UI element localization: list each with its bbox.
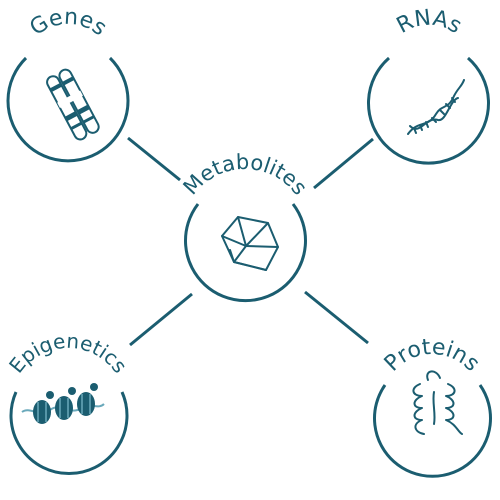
genes-ring	[6, 56, 130, 163]
link-epigenetics-metabolites	[129, 292, 193, 347]
proteins-ring	[373, 384, 492, 478]
polyhedron-icon	[221, 216, 279, 271]
node-rnas: RNAs	[367, 5, 490, 165]
proteins-label: Proteins	[380, 335, 484, 377]
link-proteins-metabolites	[304, 290, 369, 345]
link-rnas-metabolites	[313, 137, 374, 190]
nucleosome-icon	[21, 383, 105, 424]
link-genes-metabolites	[127, 136, 181, 182]
node-metabolites: Metabolites	[179, 150, 312, 303]
genes-label: Genes	[26, 5, 111, 41]
node-epigenetics: Epigenetics	[4, 329, 132, 475]
metabolites-label: Metabolites	[179, 150, 312, 200]
protein-helix-icon	[412, 370, 463, 435]
metabolites-ring	[184, 203, 307, 303]
epigenetics-ring	[9, 391, 129, 475]
rnas-ring	[367, 56, 490, 165]
rnas-label: RNAs	[393, 5, 466, 39]
chromosome-icon	[46, 68, 100, 141]
node-proteins: Proteins	[373, 335, 492, 478]
epigenetics-label: Epigenetics	[4, 329, 132, 378]
node-genes: Genes	[6, 5, 130, 163]
rna-strand-icon	[407, 79, 465, 135]
